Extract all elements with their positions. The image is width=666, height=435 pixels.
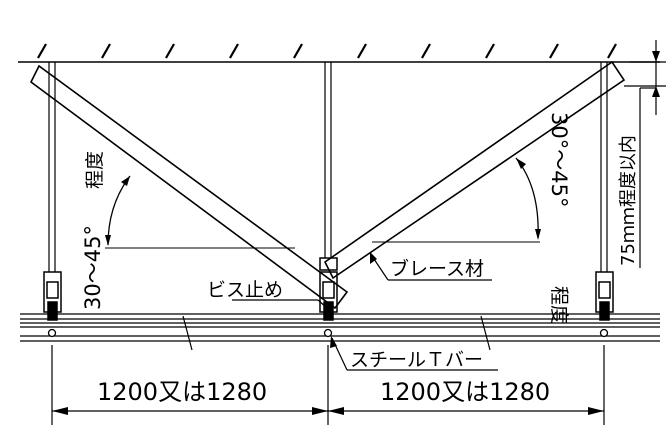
angle-arc-right bbox=[515, 157, 539, 239]
label-clearance: 75ｍｍ程度以内 bbox=[618, 135, 639, 266]
hanging-bolts bbox=[48, 62, 608, 275]
angle-arrow-left-top bbox=[121, 176, 130, 186]
leader-arrow-brace bbox=[370, 252, 377, 264]
hanger-left bbox=[43, 271, 62, 321]
label-angle-left: 30～45° bbox=[81, 225, 105, 310]
label-degree-right: 程度 bbox=[548, 286, 570, 324]
angle-arrow-left-bottom bbox=[105, 235, 111, 246]
clearance-leader bbox=[639, 87, 656, 268]
angle-arc-left bbox=[107, 175, 131, 246]
span-arrows bbox=[52, 407, 604, 415]
hanger-right bbox=[595, 271, 614, 321]
ceiling-slab bbox=[18, 43, 660, 63]
label-screw-stop: ビス止め bbox=[207, 279, 283, 301]
label-steel-t-bar: スチールＴバー bbox=[350, 349, 483, 371]
ceiling-channels bbox=[20, 313, 660, 342]
label-brace: ブレース材 bbox=[390, 257, 484, 280]
angle-arrow-right-top bbox=[516, 158, 526, 169]
t-bar-ticks bbox=[182, 315, 491, 351]
clearance-arrow-bottom bbox=[652, 86, 660, 97]
clearance-arrow-top bbox=[652, 51, 660, 62]
angle-guides bbox=[105, 241, 540, 249]
brace-left bbox=[29, 64, 349, 310]
brace-right bbox=[323, 60, 626, 280]
label-angle-right: 30°～45° bbox=[547, 112, 571, 207]
leader-arrow-tbar bbox=[330, 336, 337, 348]
label-span-right: 1200又は1280 bbox=[380, 378, 550, 406]
angle-arrow-right-bottom bbox=[535, 229, 541, 240]
t-bar-nodes bbox=[47, 328, 609, 338]
label-span-left: 1200又は1280 bbox=[97, 378, 267, 406]
label-degree-left: 程度 bbox=[84, 151, 106, 189]
